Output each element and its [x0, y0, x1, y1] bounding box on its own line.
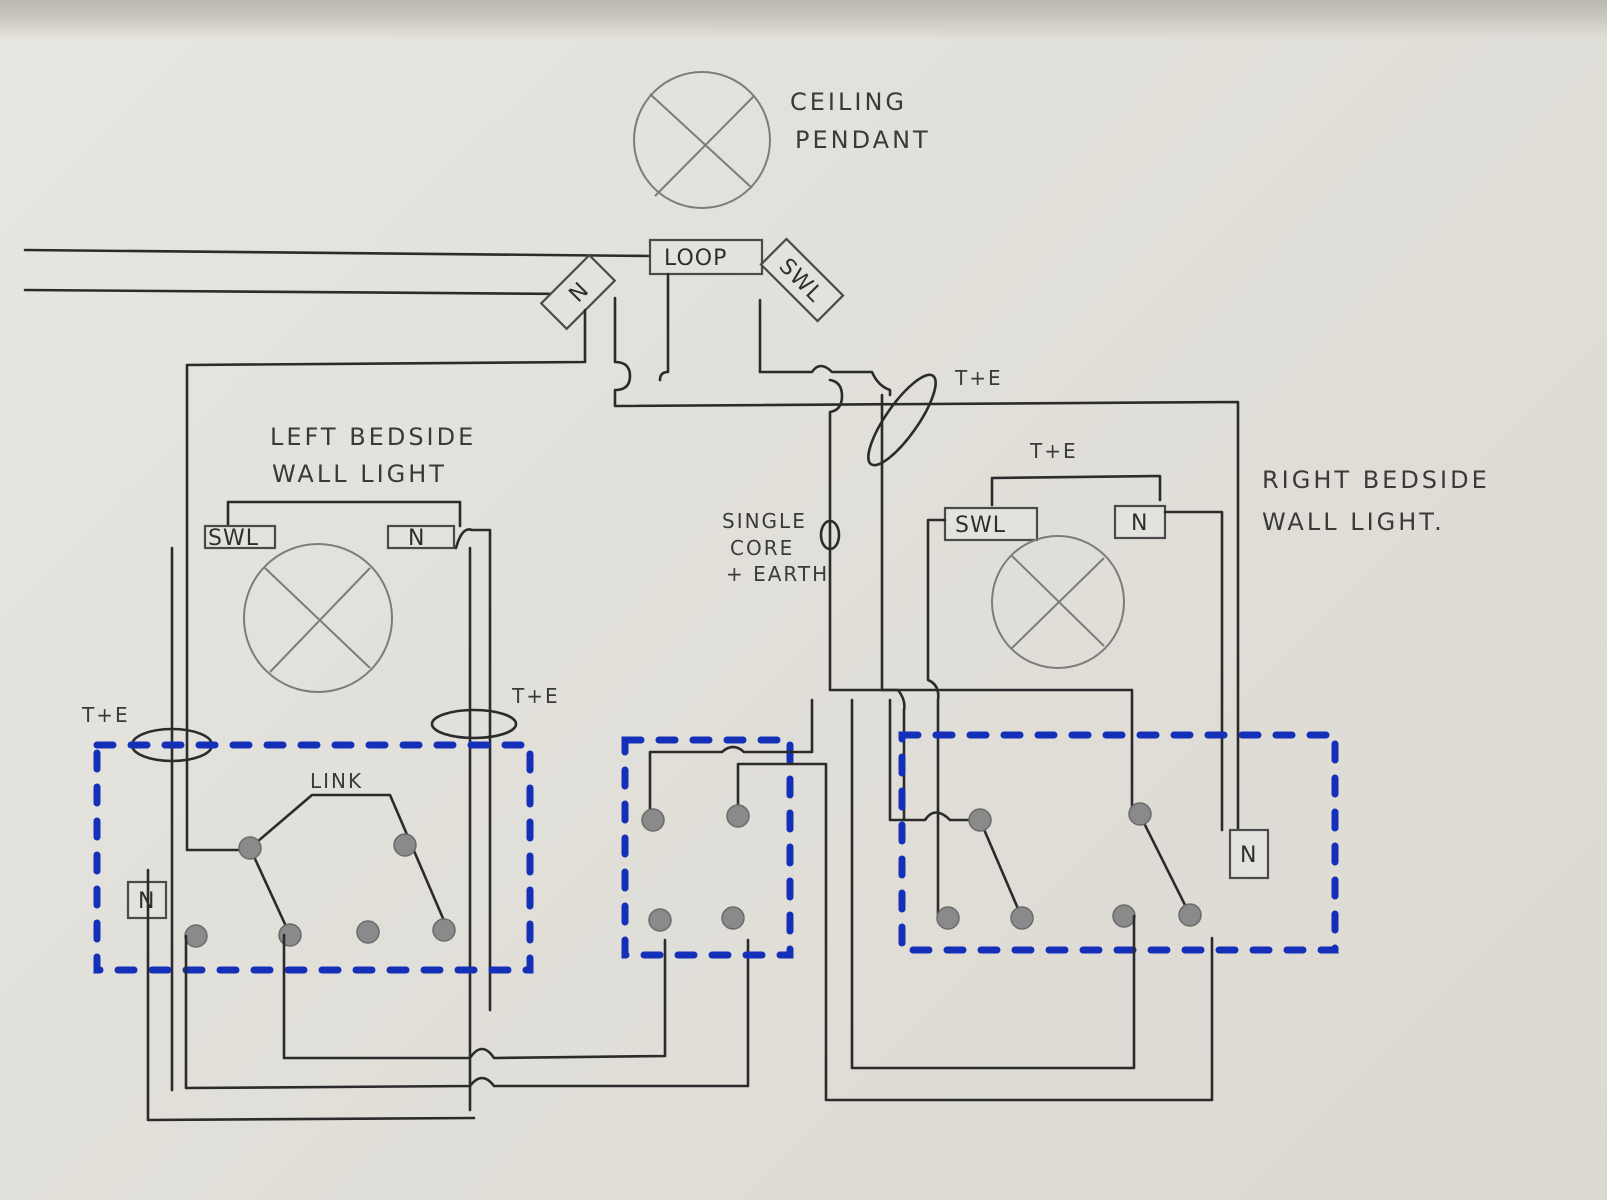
left-wall-light-label-1: LEFT BEDSIDE — [270, 423, 476, 451]
left-light-internal-wire — [226, 500, 462, 528]
right-t-and-e-bracket — [990, 474, 1162, 507]
right-n-switch-terminal: N — [1228, 828, 1270, 880]
right-wall-light-label-2: WALL LIGHT. — [1262, 508, 1445, 536]
right-switch-terminal — [968, 808, 992, 832]
t-and-e-label-left-2: T+E — [511, 684, 560, 708]
switched-live-down-wire — [828, 378, 906, 822]
loop-feed-wire — [613, 296, 1240, 832]
left-switch-terminal — [432, 918, 456, 942]
center-switch-terminal — [721, 906, 745, 930]
t-and-e-cable-marker-left-2 — [430, 708, 518, 740]
left-switch-terminal — [356, 920, 380, 944]
left-n-switch-terminal-label: N — [138, 889, 155, 914]
supply-wire-upper — [23, 248, 652, 258]
right-switch-rocker-2 — [1138, 813, 1192, 917]
left-switch-feed-wire-1 — [184, 934, 750, 1090]
t-and-e-label-right: T+E — [1029, 439, 1078, 463]
right-switch-terminal — [1178, 903, 1202, 927]
left-switch-link-wire — [248, 793, 450, 932]
right-switch-terminal — [936, 906, 960, 930]
center-switch-terminal — [648, 908, 672, 932]
ceiling-pendant-label-2: PENDANT — [795, 126, 931, 154]
left-switch-rocker-1 — [248, 846, 292, 937]
right-switch-rocker-1 — [978, 818, 1024, 920]
t-and-e-label-left: T+E — [81, 703, 130, 727]
center-switch-terminal — [641, 808, 665, 832]
loop-terminal: LOOP — [648, 238, 764, 276]
right-wall-light-symbol — [991, 535, 1125, 669]
left-switch-outline — [93, 741, 534, 974]
t-and-e-label-top: T+E — [954, 366, 1003, 390]
single-core-label-2: CORE — [730, 536, 794, 560]
left-light-neutral-wire — [454, 528, 492, 1012]
right-neutral-down-wire — [1163, 510, 1224, 832]
single-core-marker — [819, 519, 841, 551]
left-neutral-bottom-wire — [146, 868, 476, 1122]
t-and-e-cable-marker-top — [867, 373, 937, 467]
paper-top-edge — [0, 0, 1607, 40]
loop-terminal-label: LOOP — [664, 246, 727, 271]
left-wall-light-label-2: WALL LIGHT — [272, 460, 447, 488]
right-switch-terminal — [1128, 802, 1152, 826]
left-switch-feed-wire-2 — [282, 933, 667, 1060]
neutral-feed-wire — [185, 308, 587, 852]
center-switch-outline — [621, 736, 794, 959]
right-swl-down-wire — [926, 518, 947, 917]
left-swl-terminal-label: SWL — [208, 526, 259, 551]
supply-wire-lower — [23, 288, 577, 296]
right-n-terminal-label: N — [1131, 511, 1148, 536]
left-switch-terminal — [393, 833, 417, 857]
left-n-terminal: N — [386, 524, 456, 551]
right-switch-terminal — [1112, 904, 1136, 928]
right-switch-terminal — [1010, 906, 1034, 930]
center-switch-terminal — [726, 804, 750, 828]
center-switch-feed-wire — [648, 698, 814, 817]
loop-drop-wire — [658, 272, 670, 382]
left-switch-terminal — [278, 923, 302, 947]
right-switch-outline — [898, 731, 1339, 954]
left-switch-terminal — [184, 924, 208, 948]
right-n-switch-terminal-label: N — [1240, 843, 1257, 868]
switched-live-wire — [758, 298, 892, 397]
right-wall-light-label-1: RIGHT BEDSIDE — [1262, 466, 1490, 494]
right-switch-return-wire — [850, 698, 1136, 1070]
ceiling-n-terminal: N — [539, 253, 617, 331]
ceiling-swl-terminal: SWL — [759, 237, 845, 323]
single-core-label-3: + EARTH — [726, 562, 829, 586]
right-n-terminal: N — [1113, 504, 1167, 540]
link-label: LINK — [310, 769, 363, 793]
right-switch-feed-wire — [880, 393, 1134, 817]
left-switch-terminal — [238, 836, 262, 860]
center-switch-out-wire — [736, 762, 1214, 1102]
left-n-terminal-label: N — [408, 526, 425, 551]
left-swl-terminal: SWL — [203, 524, 277, 551]
ceiling-pendant-symbol — [633, 71, 771, 209]
right-swl-terminal: SWL — [943, 506, 1039, 542]
left-wall-light-symbol — [243, 543, 393, 693]
ceiling-pendant-label-1: CEILING — [790, 88, 907, 116]
right-swl-terminal-label: SWL — [955, 513, 1006, 538]
single-core-label-1: SINGLE — [722, 509, 807, 533]
right-switch-link-wire — [888, 698, 982, 822]
